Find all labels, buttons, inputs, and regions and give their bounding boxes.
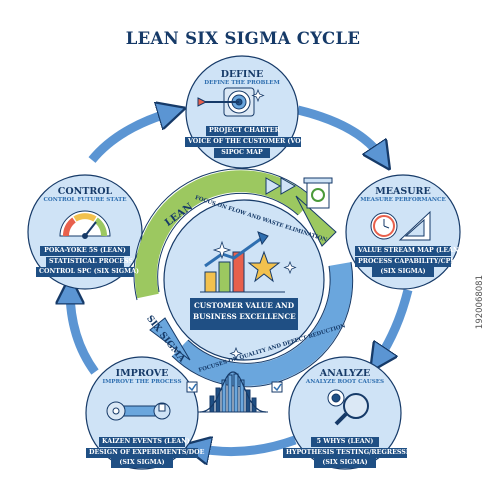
flow-icons: [265, 177, 333, 209]
sigma-arrowhead: [149, 317, 191, 361]
wrench-icon: [106, 401, 171, 421]
define-subtitle: DEFINE THE PROBLEM: [204, 80, 280, 86]
center-value-line2: BUSINESS EXCELLENCE: [193, 312, 296, 321]
measure-item-1: VALUE STREAM MAP (LEAN): [355, 246, 462, 256]
measure-item-3: (SIX SIGMA): [372, 267, 434, 277]
control-title: CONTROL: [57, 186, 113, 197]
control-item-2: STATISTICAL PROCESS: [46, 257, 133, 267]
define-item-3: SIPOC MAP: [214, 148, 270, 158]
star-icon: [247, 250, 281, 283]
diagram-title: LEAN SIX SIGMA CYCLE: [125, 29, 361, 48]
fast-forward-icon: [265, 177, 282, 195]
analyze-item-3: (SIX SIGMA): [314, 458, 376, 468]
improve-item-1: KAIZEN EVENTS (LEAN): [99, 437, 190, 447]
arrow-improve-to-control: [70, 290, 99, 375]
measure-item-2: PROCESS CAPABILITY/CPK: [355, 257, 456, 267]
define-title: DEFINE: [220, 69, 264, 80]
magnifier-gear-icon: [327, 389, 369, 426]
stock-id: 1920068081: [475, 275, 485, 330]
checkbox-icon: [186, 381, 198, 393]
growth-chart-icon: [200, 231, 285, 293]
cycle-arrows: [70, 105, 413, 452]
arrow-control-to-define: [88, 112, 172, 163]
define-item-1: PROJECT CHARTER: [206, 126, 280, 136]
sigma-arc-outline-outer: [171, 261, 354, 388]
arrow-measure-to-analyze: [378, 288, 413, 360]
target-icon: [197, 87, 255, 117]
analyze-title: ANALYZE: [319, 368, 371, 379]
control-item-3: CONTROL SPC (SIX SIGMA): [36, 267, 139, 277]
analyze-item-2: HYPOTHESIS TESTING/REGRESSION: [283, 448, 420, 458]
arrow-analyze-to-improve: [196, 440, 297, 452]
measure-subtitle: MEASURE PERFORMANCE: [360, 197, 446, 203]
sigma-arc: [172, 262, 353, 386]
control-subtitle: CONTROL FUTURE STATE: [43, 197, 127, 203]
clock-ruler-icon: [370, 210, 431, 241]
gauge-icon: [59, 210, 111, 239]
bell-curve-icon: [186, 371, 283, 413]
define-item-2: VOICE OF THE CUSTOMER (VOC): [185, 137, 309, 147]
center-value-box: [190, 298, 298, 330]
analyze-item-1: 5 WHYS (LEAN): [311, 437, 379, 447]
arrow-define-to-measure: [296, 105, 382, 158]
control-item-1: POKA-YOKE 5S (LEAN): [40, 246, 130, 256]
lean-arc-outline-outer: [133, 168, 315, 301]
sigma-arc-outline-inner: [187, 265, 331, 364]
lean-arrowhead: [295, 195, 337, 247]
improve-subtitle: IMPROVE THE PROCESS: [102, 379, 182, 385]
improve-item-2: DESIGN OF EXPERIMENTS/DOE: [86, 448, 204, 458]
improve-title: IMPROVE: [115, 368, 169, 379]
center-value-line1: CUSTOMER VALUE AND: [193, 301, 295, 310]
recycle-bin-icon: [306, 181, 330, 209]
lean-arc-outline-inner: [157, 192, 299, 293]
improve-item-3: (SIX SIGMA): [111, 458, 173, 468]
analyze-subtitle: ANALYZE ROOT CAUSES: [305, 379, 385, 385]
measure-title: MEASURE: [375, 186, 431, 197]
sparkle-icons: [212, 88, 297, 361]
